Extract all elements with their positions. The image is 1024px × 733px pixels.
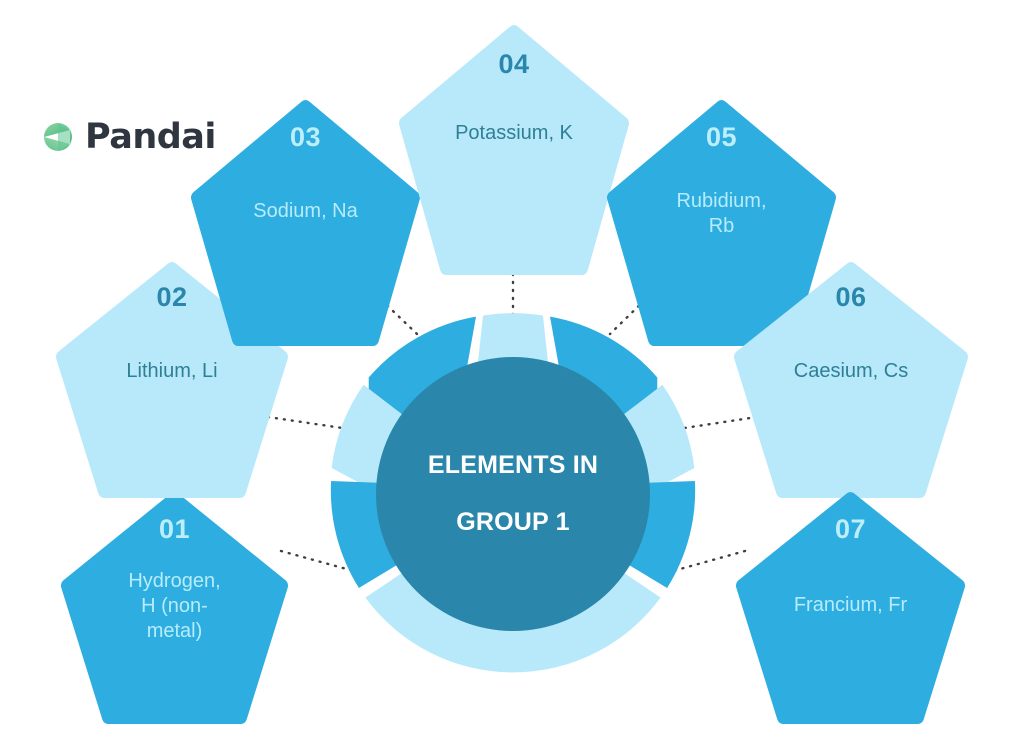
node-number-04: 04 [498, 49, 530, 79]
node-pentagon-01[interactable]: 01 Hydrogen, H (non- metal) [58, 492, 291, 724]
brand-name: Pandai [85, 116, 216, 157]
pandai-leaf-icon [44, 123, 72, 151]
node-number-01: 01 [158, 514, 191, 544]
connector-line-07 [653, 549, 747, 578]
node-pentagon-06[interactable]: 06 Caesium, Cs [731, 262, 971, 498]
connector-line-01 [279, 549, 374, 578]
brand-logo: Pandai [40, 119, 216, 155]
node-label-01: Hydrogen, H (non- metal) [128, 570, 221, 642]
node-pentagon-04[interactable]: 04 Potassium, K [396, 25, 632, 275]
node-label-03: Sodium, Na [253, 200, 358, 222]
node-number-07: 07 [834, 514, 867, 544]
node-number-03: 03 [289, 122, 322, 152]
node-label-04: Potassium, K [455, 122, 573, 144]
node-number-02: 02 [156, 282, 188, 312]
connector-line-06 [676, 415, 759, 431]
connector-line-03 [368, 287, 419, 336]
node-number-06: 06 [835, 282, 867, 312]
pentagon-shape-03 [191, 100, 420, 346]
connector-line-02 [266, 415, 351, 431]
node-pentagon-07[interactable]: 07 Francium, Fr [733, 492, 968, 724]
wheel-inner-disc [376, 357, 650, 631]
connector-line-05 [608, 287, 658, 336]
pentagon-shape-06 [734, 262, 968, 498]
pentagon-shape-05 [607, 100, 836, 346]
center-wheel [330, 313, 696, 673]
pentagon-shape-01 [61, 492, 288, 724]
node-label-05: Rubidium, Rb [676, 190, 767, 237]
node-number-05: 05 [705, 122, 738, 152]
pentagon-shape-07 [736, 492, 965, 724]
node-pentagon-05[interactable]: 05 Rubidium, Rb [604, 100, 839, 346]
node-label-07: Francium, Fr [793, 594, 908, 616]
node-label-02: Lithium, Li [126, 360, 218, 382]
pentagon-shape-04 [399, 25, 629, 275]
node-label-06: Caesium, Cs [793, 360, 909, 382]
node-pentagon-03[interactable]: 03 Sodium, Na [188, 100, 423, 346]
